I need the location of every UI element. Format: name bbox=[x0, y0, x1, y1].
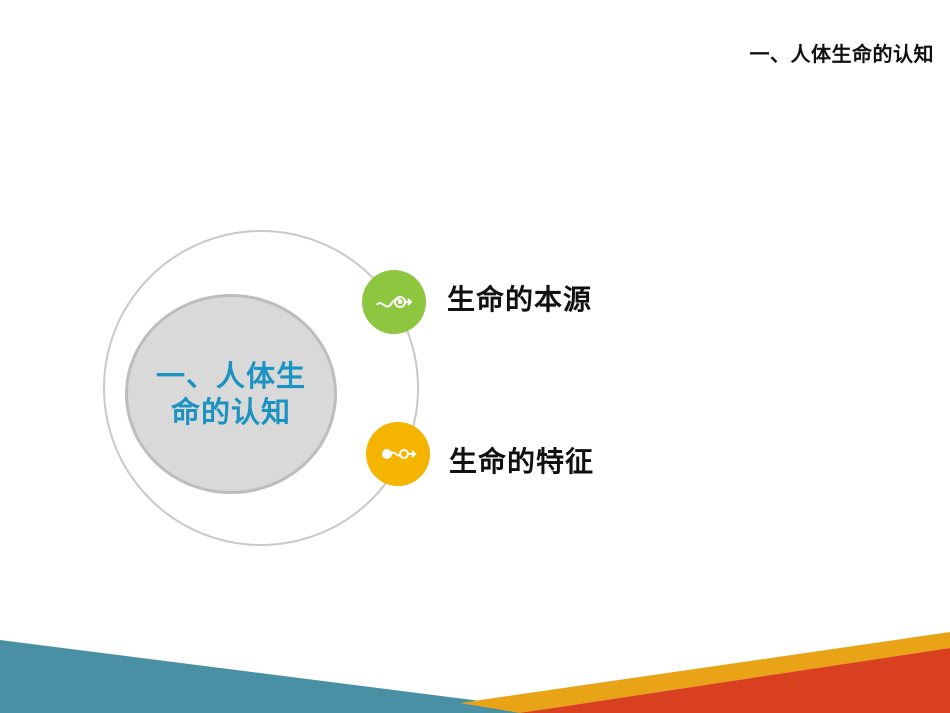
page-title: 一、人体生命的认知 bbox=[749, 42, 934, 66]
center-disc bbox=[125, 294, 337, 494]
center-label-box: 一、人体生命的认知 bbox=[125, 294, 337, 494]
band-red bbox=[520, 648, 950, 713]
band-orange bbox=[460, 632, 950, 713]
item-label-origin: 生命的本源 bbox=[447, 283, 593, 316]
sperm-icon bbox=[376, 296, 413, 308]
band-teal bbox=[0, 640, 575, 713]
item-label-features: 生命的特征 bbox=[449, 445, 595, 478]
origin-node bbox=[362, 270, 426, 334]
sperm-icon bbox=[382, 449, 417, 459]
features-node bbox=[366, 422, 430, 486]
center-label: 一、人体生命的认知 bbox=[155, 359, 306, 429]
